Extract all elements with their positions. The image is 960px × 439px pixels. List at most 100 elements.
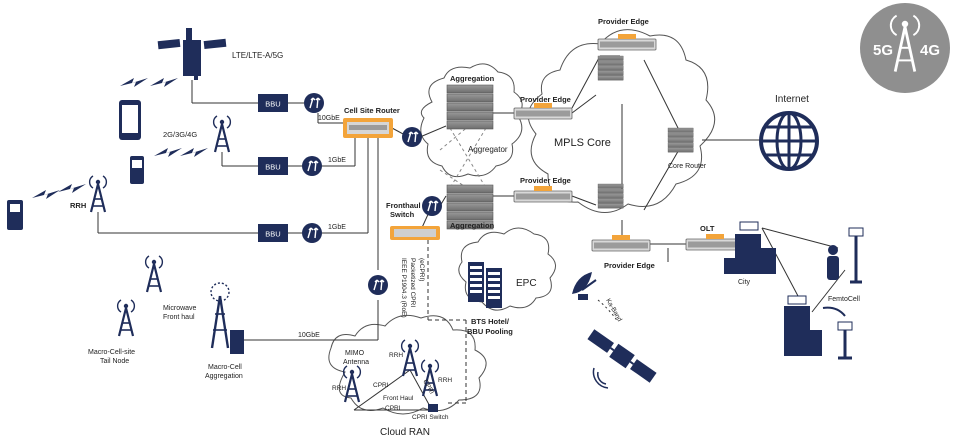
rru-icon [401, 126, 423, 148]
core-router [667, 127, 694, 153]
bts-hotel-rack-icon [468, 262, 502, 308]
microwave-label: Front haul [163, 314, 195, 321]
fronthaul-switch-label: Switch [390, 210, 415, 219]
cpri-switch-box [428, 404, 438, 412]
wireless-bolt-icon [32, 190, 60, 199]
internet-label: Internet [775, 94, 809, 105]
mimo-label: MIMO [345, 350, 365, 357]
mpls-core-router [597, 55, 624, 81]
macro-tail-label: Macro-Cell-site [88, 349, 135, 356]
aggregation-label: Aggregation [450, 221, 495, 230]
provider-edge-label: Provider Edge [520, 95, 571, 104]
macro-cell-tail-tower-icon [116, 298, 136, 338]
epc-label: EPC [516, 278, 537, 289]
bbu-label: BBU [265, 163, 280, 172]
ecpri-label: (eCPRI) [418, 258, 425, 281]
olt-label: OLT [700, 224, 715, 233]
core-router-label: Core Router [668, 163, 707, 170]
rru-icon [303, 92, 325, 114]
ran-rrh-label: RRH [332, 385, 346, 392]
link-10gbe-label: 10GbE [318, 115, 340, 122]
microwave-label: Microwave [163, 305, 197, 312]
2g-3g-4g-label: 2G/3G/4G [163, 130, 197, 139]
2g-3g-4g-tower-icon [212, 114, 232, 154]
femtocell-label: FemtoCell [828, 296, 860, 303]
cpri-switch-label: CPRI Switch [412, 414, 449, 421]
satellite-lte-icon [157, 28, 227, 80]
front-haul-label: Front Haul [383, 395, 414, 402]
rrh-label: RRH [70, 201, 86, 210]
ka-band-label: Ka-Band [604, 298, 623, 324]
rru-icon [301, 222, 323, 244]
ecpri-dashed-link [427, 240, 467, 404]
macro-cell-aggregation-tower-icon [210, 282, 244, 354]
badge-5g-text: 5G [873, 42, 893, 59]
lte-label: LTE/LTE-A/5G [232, 51, 283, 60]
aggregator-label: Aggregator [468, 145, 508, 154]
rru-icon [421, 195, 443, 217]
city-buildings-icon [724, 221, 776, 274]
fronthaul-switch-label: Fronthaul [386, 201, 421, 210]
link-1gbe-label: 1GbE [328, 157, 346, 164]
cloud-ran-label: Cloud RAN [380, 427, 430, 438]
macro-agg-label: Macro-Cell [208, 364, 242, 371]
macro-tail-label: Tail Node [100, 358, 129, 365]
ran-rrh-label: RRH [438, 377, 452, 384]
ka-band-link [597, 299, 619, 323]
wireless-bolt-icon [154, 148, 182, 157]
mpls-cloud [527, 29, 716, 213]
handset-icon [7, 200, 23, 230]
provider-edge-switch [591, 234, 651, 252]
bts-hotel-label: BTS Hotel/ [471, 317, 510, 326]
signal-waves-icon [592, 367, 609, 389]
aggregation-router-top [446, 84, 494, 130]
cpri-label: CPRI [373, 382, 389, 389]
aggregation-label: Aggregation [450, 74, 495, 83]
provider-edge-label: Provider Edge [520, 176, 571, 185]
link-10gbe-label: 10GbE [298, 332, 320, 339]
wireless-bolt-icon [58, 184, 86, 193]
femtocell-user-icon [827, 227, 864, 284]
satellite-icon [587, 329, 657, 383]
mpls-core-label: MPLS Core [554, 137, 611, 149]
bbu-box-middle: BBU [258, 157, 288, 175]
badge-4g-text: 4G [920, 42, 940, 59]
femtocell-arrows [761, 227, 846, 313]
office-building-icon [784, 295, 822, 356]
wireless-bolt-icon [150, 78, 178, 87]
macro-agg-label: Aggregation [205, 373, 243, 380]
5g-4g-badge: 5G 4G [860, 3, 950, 93]
rru-icon [367, 274, 389, 296]
bbu-box-top: BBU [258, 94, 288, 112]
bbu-label: BBU [265, 100, 280, 109]
feature-phone-icon [130, 156, 144, 184]
smartphone-icon [119, 100, 141, 140]
ieee-roe-label: IEEE P1904.3 (RoE) [400, 258, 407, 318]
ran-rrh-label: RRH [389, 352, 403, 359]
cell-site-router [343, 118, 393, 138]
provider-edge-label: Provider Edge [604, 261, 655, 270]
cell-site-router-label: Cell Site Router [344, 106, 400, 115]
rru-icon [301, 155, 323, 177]
provider-edge-label: Provider Edge [598, 17, 649, 26]
wireless-bolt-icon [120, 78, 148, 87]
connection-lines [97, 55, 760, 341]
bts-hotel-label: BBU Pooling [467, 327, 513, 336]
street-light-icon [822, 306, 853, 360]
mpls-core-router [597, 183, 624, 209]
wireless-bolt-icon [180, 148, 208, 157]
satellite-dish-icon [572, 272, 597, 300]
packetized-cpri-label: Packetized CPRI [409, 258, 416, 307]
cloud-ran-links [353, 369, 433, 411]
fronthaul-switch [390, 226, 440, 240]
mimo-label: Antenna [343, 359, 369, 366]
city-label: City [738, 279, 751, 286]
internet-globe-icon [759, 111, 819, 171]
cpri-label: CPRI [385, 405, 401, 412]
bbu-label: BBU [265, 230, 280, 239]
rrh-tower-icon [88, 174, 108, 214]
link-1gbe-label: 1GbE [328, 224, 346, 231]
bbu-box-bottom: BBU [258, 224, 288, 242]
